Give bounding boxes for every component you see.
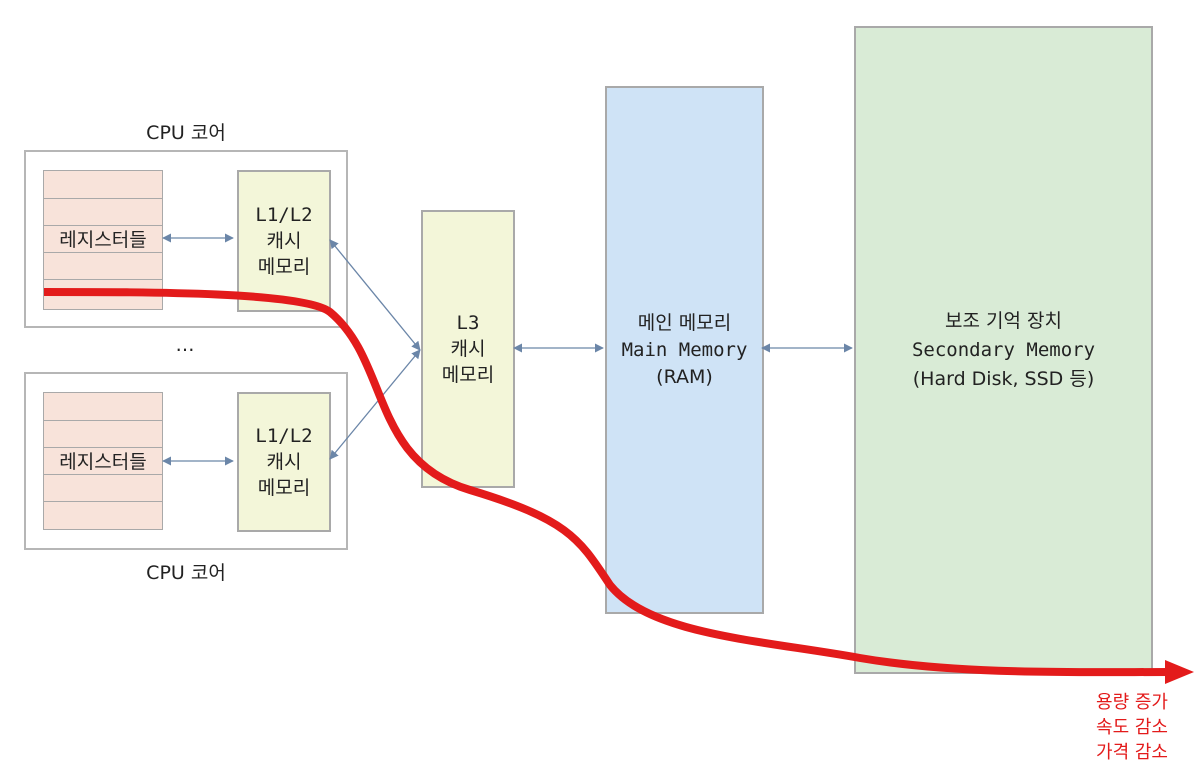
register-stack-bottom: 레지스터들 [43,392,163,530]
cache-name: L1/L2 [255,425,313,447]
trend-labels: 용량 증가 속도 감소 가격 감소 [1040,690,1168,765]
l1-l2-cache-top: L1/L2 캐시 메모리 [237,170,331,312]
ellipsis: … [175,334,195,356]
trend-arrowhead [1165,660,1194,684]
l2-l3-connector-bottom [329,349,421,460]
cpu-core-top-title: CPU 코어 [146,122,226,144]
memory-word: 메모리 [257,256,311,278]
ram-label: (RAM) [656,365,713,388]
registers-label: 레지스터들 [59,451,147,473]
main-memory-korean: 메인 메모리 [637,311,732,334]
trend-capacity: 용량 증가 [1096,692,1168,713]
secondary-memory-english: Secondary Memory [911,338,1096,361]
secondary-memory: 보조 기억 장치 Secondary Memory (Hard Disk, SS… [854,26,1153,674]
l3-name: L3 [456,312,480,334]
secondary-memory-korean: 보조 기억 장치 [945,309,1062,332]
cache-word: 캐시 [450,338,486,360]
main-memory-english: Main Memory [621,338,748,361]
cpu-core-bottom: 레지스터들 L1/L2 캐시 메모리 [24,372,348,550]
memory-word: 메모리 [257,477,311,499]
main-memory: 메인 메모리 Main Memory (RAM) [605,86,764,614]
trend-price: 가격 감소 [1096,742,1168,763]
cache-word: 캐시 [266,451,302,473]
l1-l2-cache-bottom: L1/L2 캐시 메모리 [237,392,331,532]
secondary-memory-examples: (Hard Disk, SSD 등) [912,367,1095,390]
l2-l3-connector-top [329,239,421,351]
registers-label: 레지스터들 [59,229,147,251]
cpu-core-bottom-title: CPU 코어 [146,562,226,584]
cache-name: L1/L2 [255,204,313,226]
cache-word: 캐시 [266,230,302,252]
memory-word: 메모리 [441,364,495,386]
register-stack-top: 레지스터들 [43,170,163,310]
trend-speed: 속도 감소 [1096,717,1168,738]
trend-curve [43,288,1171,677]
